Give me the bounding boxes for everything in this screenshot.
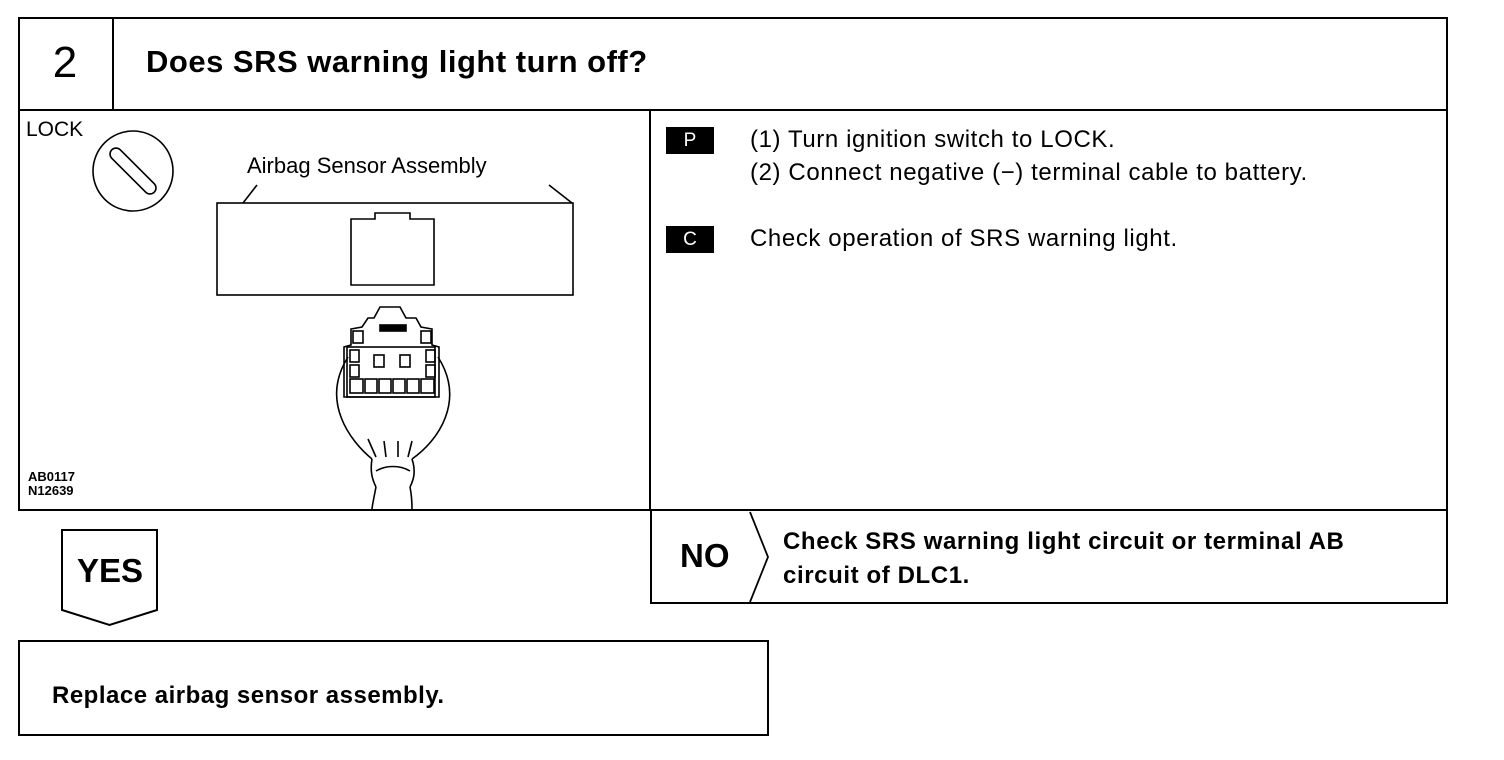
header-divider <box>18 109 1448 111</box>
no-branch-line-1: Check SRS warning light circuit or termi… <box>783 528 1345 555</box>
component-label: Airbag Sensor Assembly <box>247 153 487 178</box>
ignition-switch-icon <box>92 130 174 212</box>
connector-icon <box>343 306 440 398</box>
yes-label: YES <box>76 552 144 589</box>
no-branch-box <box>650 509 1448 604</box>
figure-code-1: AB0117 <box>28 469 75 484</box>
no-arrow-icon <box>749 511 769 603</box>
yes-arrow-icon <box>61 529 158 627</box>
prepare-step-2: (2) Connect negative (−) terminal cable … <box>750 159 1308 186</box>
prepare-step-1: (1) Turn ignition switch to LOCK. <box>750 126 1116 153</box>
result-text: Replace airbag sensor assembly. <box>52 682 445 709</box>
check-tag: C <box>666 226 714 253</box>
lock-label: LOCK <box>26 118 84 141</box>
result-box <box>18 640 769 736</box>
no-branch-text: Check SRS warning light circuit or termi… <box>783 525 1344 593</box>
no-branch-line-2: circuit of DLC1. <box>783 562 970 589</box>
prepare-tag: P <box>666 127 714 154</box>
no-label: NO <box>680 537 730 574</box>
step-title: Does SRS warning light turn off? <box>146 44 648 79</box>
figure-code: AB0117 N12639 <box>28 470 75 498</box>
airbag-sensor-illustration <box>92 130 574 509</box>
step-number: 2 <box>18 17 114 111</box>
step-frame <box>18 17 1448 511</box>
check-step: Check operation of SRS warning light. <box>750 225 1178 252</box>
figure-code-2: N12639 <box>28 483 74 498</box>
column-divider <box>649 109 651 511</box>
